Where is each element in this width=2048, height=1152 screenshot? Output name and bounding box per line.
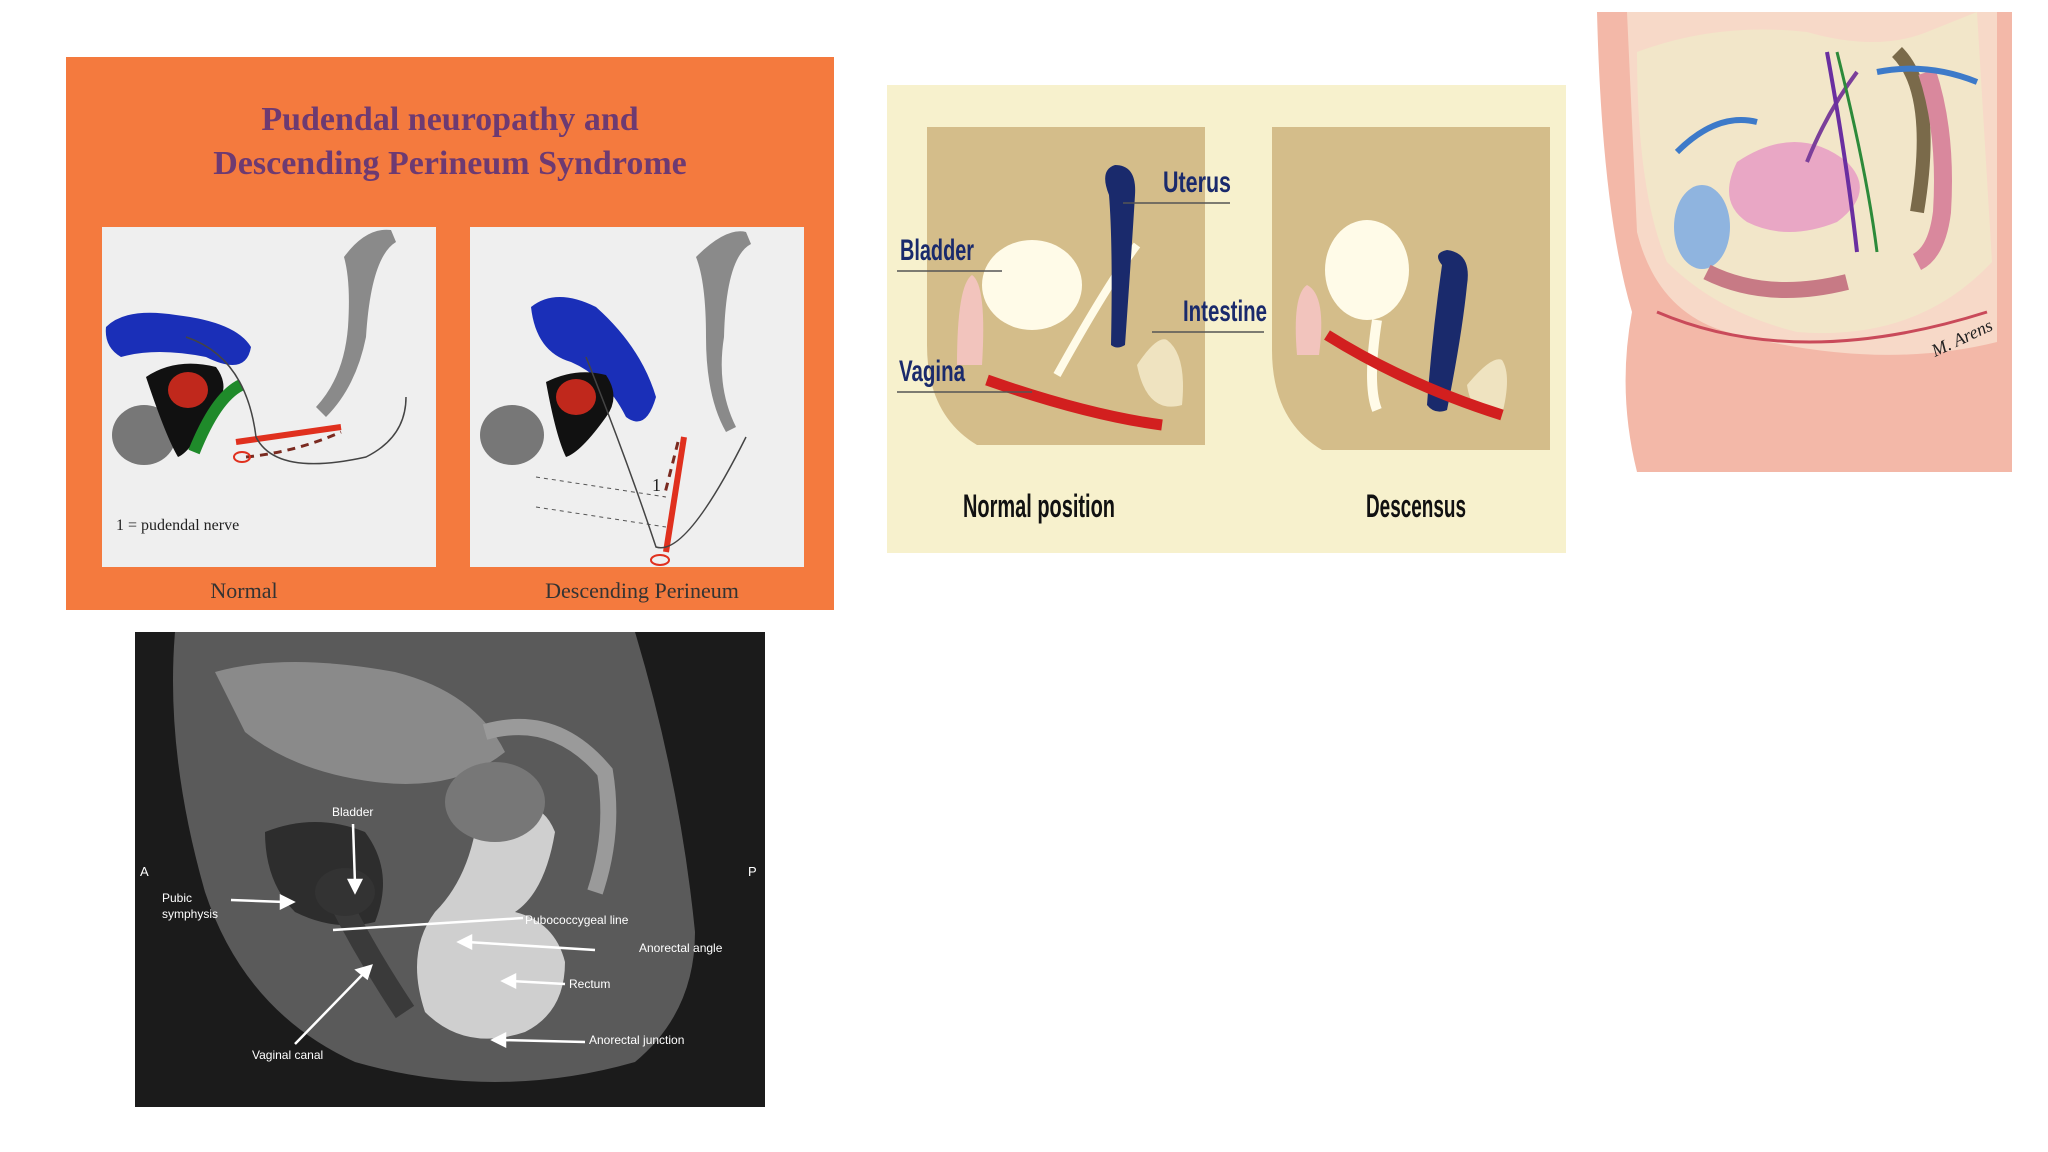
pelvic-anatomy-illustration: M. Arens xyxy=(1597,12,2012,472)
mri-label-rectum: Rectum xyxy=(569,977,610,991)
mri-label-bladder: Bladder xyxy=(332,805,373,819)
red-line-normal xyxy=(985,374,1163,431)
mri-label-anorectal-angle: Anorectal angle xyxy=(639,941,723,955)
mri-posterior-label: P xyxy=(748,864,757,879)
uterus-shape-normal xyxy=(1105,165,1136,348)
mri-anterior-label: A xyxy=(140,864,149,879)
mri-annotation-arrows xyxy=(230,823,596,1049)
label-intestine: Intestine xyxy=(1183,295,1267,328)
label-normal: Normal xyxy=(210,578,277,603)
label-normal-position: Normal position xyxy=(963,488,1115,524)
normal-anatomy-diagram: 1 = pudendal nerve xyxy=(102,227,436,567)
uterus-illustration xyxy=(1729,142,1860,232)
pudendal-nerve-descending xyxy=(663,436,687,553)
pudendal-title-line1: Pudendal neuropathy and xyxy=(261,101,638,138)
mri-label-symphysis: symphysis xyxy=(162,907,218,921)
bladder-shape-descending xyxy=(531,297,656,422)
pudendal-nerve-normal xyxy=(235,424,342,445)
mri-label-anorectal-junction: Anorectal junction xyxy=(589,1033,684,1047)
descending-perineum-diagram: 1 xyxy=(470,227,804,567)
label-bladder: Bladder xyxy=(900,234,974,267)
mri-sagittal-image: A P Bladder Pubic symphysis Pubococcygea… xyxy=(135,632,765,1107)
red-line-descensus xyxy=(1324,330,1504,421)
label-uterus: Uterus xyxy=(1163,166,1231,199)
mri-label-vaginal-canal: Vaginal canal xyxy=(252,1048,323,1062)
pudendal-title-line2: Descending Perineum Syndrome xyxy=(213,145,686,182)
pudendal-nerve-note: 1 = pudendal nerve xyxy=(116,517,239,534)
uterus-shape-descensus xyxy=(1427,250,1468,412)
mri-label-pubic: Pubic xyxy=(162,891,192,905)
label-descensus: Descensus xyxy=(1366,488,1466,524)
label-vagina: Vagina xyxy=(899,355,965,388)
descensus-diagram: Uterus Bladder Intestine Vagina Normal p… xyxy=(887,85,1566,553)
nerve-marker-1: 1 xyxy=(652,475,661,495)
mri-label-pubococcygeal-line: Pubococcygeal line xyxy=(525,913,629,927)
label-descending-perineum: Descending Perineum xyxy=(545,578,739,603)
pudendal-neuropathy-slide: Pudendal neuropathy and Descending Perin… xyxy=(66,57,834,610)
